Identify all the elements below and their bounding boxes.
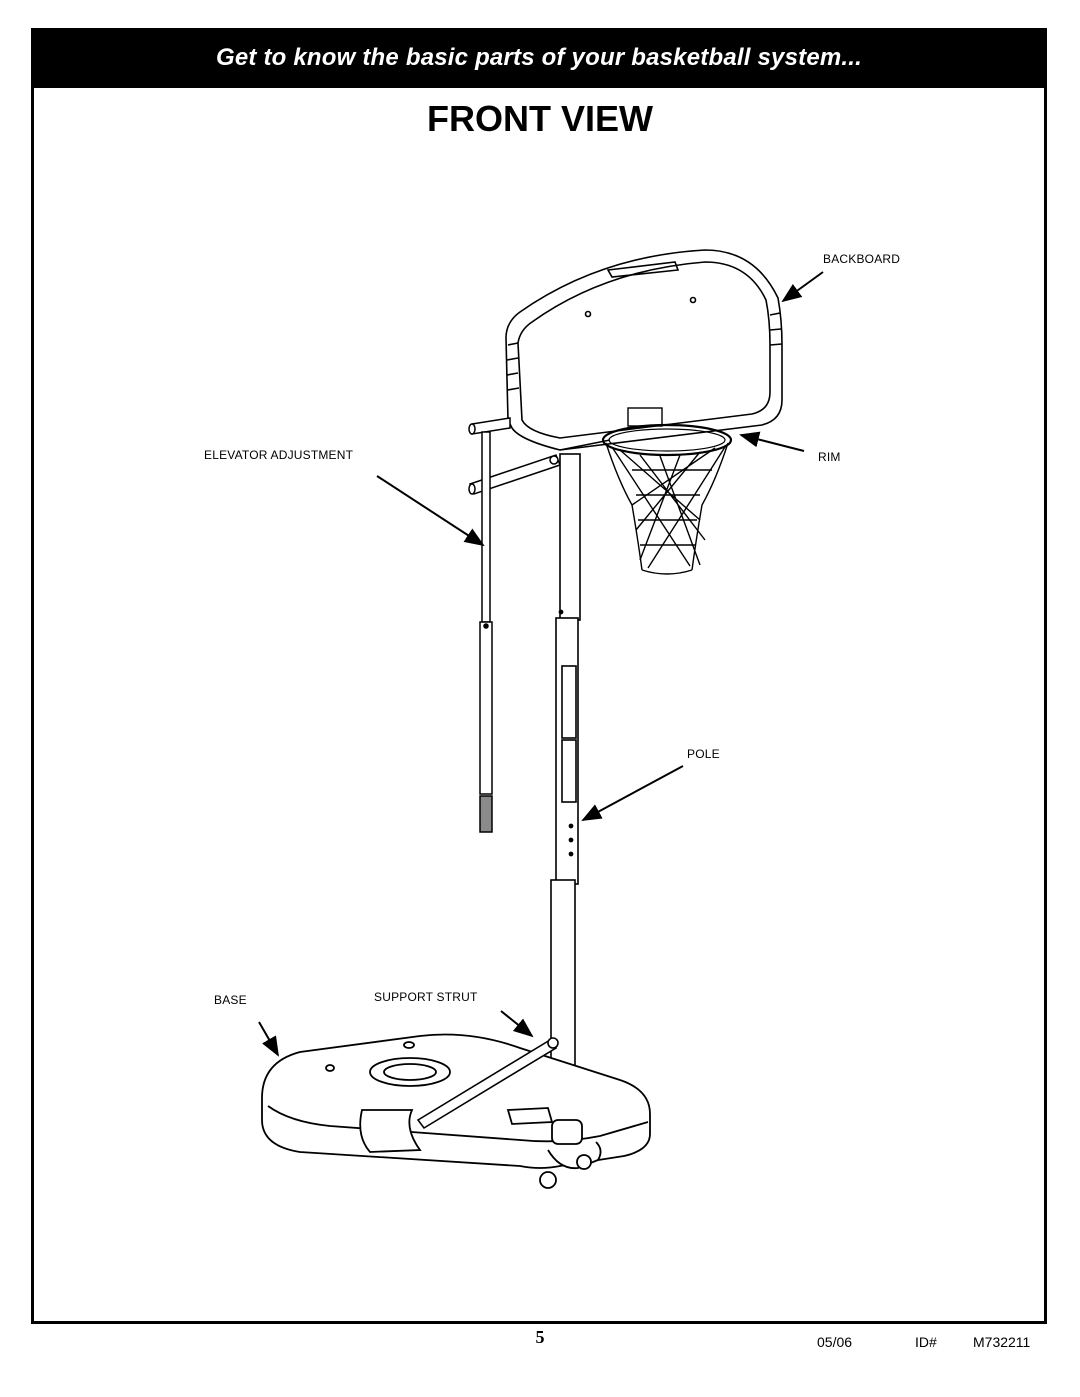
label-backboard: BACKBOARD — [823, 252, 901, 266]
pole-arrow — [581, 765, 684, 821]
strut-arrow — [500, 1010, 534, 1038]
pole-drawing — [550, 453, 581, 1141]
backboard-arrow — [781, 271, 824, 303]
rim-and-net-drawing — [601, 407, 733, 575]
elevator-rod-drawing — [479, 431, 493, 833]
header-banner: Get to know the basic parts of your bask… — [31, 28, 1047, 88]
footer-id-label: ID# — [915, 1334, 937, 1350]
elevator-arrow — [376, 475, 485, 547]
label-pole: POLE — [687, 747, 720, 761]
label-elevator-adjustment: ELEVATOR ADJUSTMENT — [204, 448, 354, 462]
footer-date: 05/06 — [817, 1334, 853, 1350]
banner-text: Get to know the basic parts of your bask… — [215, 44, 863, 71]
rim-arrow — [739, 431, 805, 452]
page-number: 5 — [535, 1327, 545, 1347]
callout-arrows — [258, 271, 824, 1057]
base-arrow — [258, 1021, 279, 1057]
backboard-drawing — [505, 249, 783, 451]
page-title: FRONT VIEW — [427, 98, 653, 139]
label-base: BASE — [214, 993, 247, 1007]
footer-id-value: M732211 — [973, 1334, 1031, 1350]
base-drawing — [261, 1033, 651, 1189]
support-strut-drawing — [416, 1037, 559, 1130]
label-rim: RIM — [818, 450, 841, 464]
label-support-strut: SUPPORT STRUT — [374, 990, 478, 1004]
